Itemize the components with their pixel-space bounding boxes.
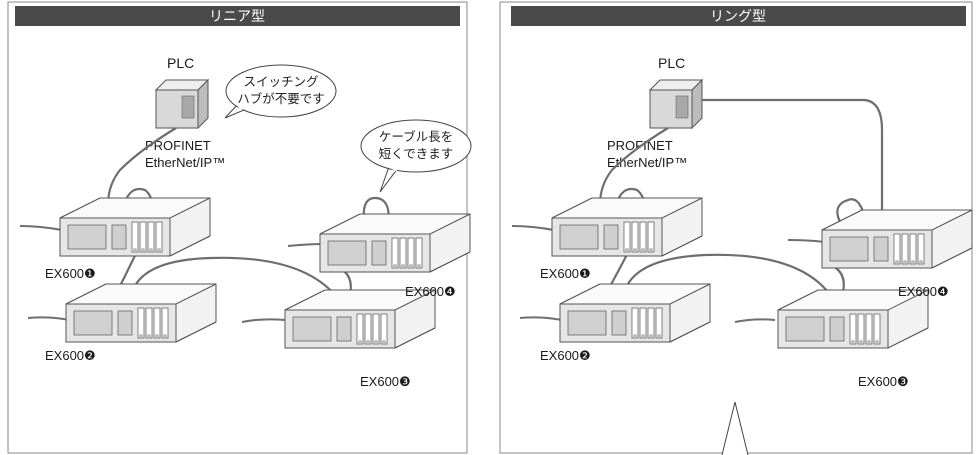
power-cables: [511, 225, 826, 323]
bubble1-line1: スイッチング: [243, 74, 318, 89]
panel-linear: リニア型 PLC PROFINET EtherNet/IP™ スイッチング ハブ…: [7, 1, 472, 454]
ex600-unit-1: [551, 197, 703, 257]
unit-label-4: EX600❹: [898, 284, 949, 299]
panel-ring: リング型 PLC PROFINET EtherNet/IP™ EX600❶ EX: [499, 1, 973, 455]
ex600-unit-2: [559, 283, 711, 343]
ex600-unit-1: [59, 197, 211, 257]
ex600-unit-2: [65, 283, 217, 343]
unit-label-2: EX600❷: [45, 348, 96, 363]
panel-header: リニア型: [209, 9, 265, 25]
unit-label-3: EX600❸: [360, 374, 411, 389]
plc-device: [155, 79, 209, 129]
panel-header-bar: [15, 6, 460, 26]
unit-label-1: EX600❶: [45, 266, 96, 281]
panel-header: リング型: [710, 9, 766, 25]
bubble-switching-hub: スイッチング ハブが不要です: [224, 64, 337, 119]
ex600-unit-4: [319, 213, 471, 273]
plc-label: PLC: [658, 55, 685, 71]
plc-label: PLC: [167, 55, 194, 71]
unit-label-3: EX600❸: [858, 374, 909, 389]
unit-label-2: EX600❷: [540, 348, 591, 363]
bubble-cable-length: ケーブル長を 短くできます: [360, 119, 472, 193]
ex600-unit-4: [821, 209, 973, 269]
protocol-label-2: EtherNet/IP™: [607, 155, 687, 170]
bubble2-line2: 短くできます: [379, 146, 454, 161]
panel-header-bar: [511, 6, 966, 26]
unit-label-1: EX600❶: [540, 266, 591, 281]
network-cables: [598, 98, 884, 293]
plc-device: [649, 79, 703, 129]
unit-label-4: EX600❹: [405, 284, 456, 299]
bubble2-line1: ケーブル長を: [379, 129, 453, 144]
protocol-label-2: EtherNet/IP™: [145, 155, 225, 170]
pointer-wedge: [721, 401, 749, 455]
protocol-label-1: PROFINET: [145, 138, 211, 153]
bubble1-line2: ハブが不要です: [237, 91, 325, 106]
